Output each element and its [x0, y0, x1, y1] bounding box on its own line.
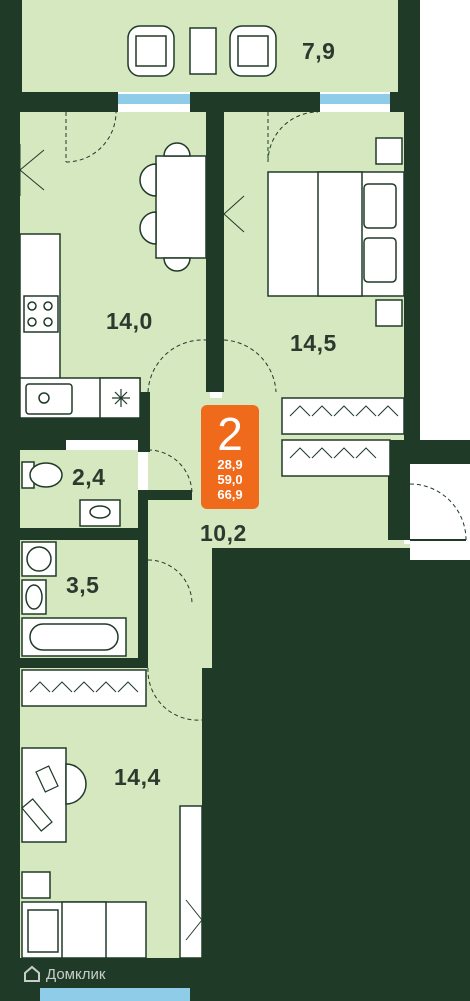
- toilet-fixtures: [21, 461, 121, 527]
- entry-floor: [404, 464, 470, 544]
- living-area: 28,9: [217, 457, 243, 472]
- apartment-badge: 2 28,9 59,0 66,9: [201, 405, 259, 509]
- domclick-logo-icon: [24, 965, 40, 982]
- total-with-balcony: 66,9: [217, 487, 243, 502]
- area-bedroom: 14,5: [290, 330, 337, 356]
- area-bathroom: 3,5: [66, 572, 100, 598]
- area-loggia: 7,9: [302, 38, 336, 64]
- kitchen-window-vent: [19, 144, 45, 196]
- area-hall: 10,2: [200, 520, 247, 546]
- interior-walls: [0, 92, 412, 1001]
- wardrobe-hangers: [289, 405, 399, 459]
- kitchen-furniture: [19, 142, 207, 419]
- bathroom-fixtures: [21, 541, 127, 657]
- snowflake-icon: [112, 389, 130, 407]
- windows: [40, 94, 390, 1001]
- living-room-vent: [185, 899, 203, 941]
- closet-hangers: [21, 669, 147, 707]
- area-toilet: 2,4: [72, 464, 106, 490]
- room-count: 2: [217, 408, 243, 460]
- total-area: 59,0: [217, 472, 243, 487]
- bedroom-furniture: [267, 137, 405, 477]
- living-room-furniture: [21, 747, 203, 959]
- desk-items: [21, 765, 59, 832]
- bedroom-vent: [223, 195, 245, 233]
- area-kitchen: 14,0: [106, 308, 153, 334]
- doors: [65, 111, 467, 721]
- corridor-floor: [148, 540, 212, 680]
- watermark: Домклик: [22, 962, 105, 986]
- area-living-room: 14,4: [114, 764, 161, 790]
- loggia-furniture: [127, 25, 277, 77]
- watermark-text: Домклик: [46, 965, 106, 983]
